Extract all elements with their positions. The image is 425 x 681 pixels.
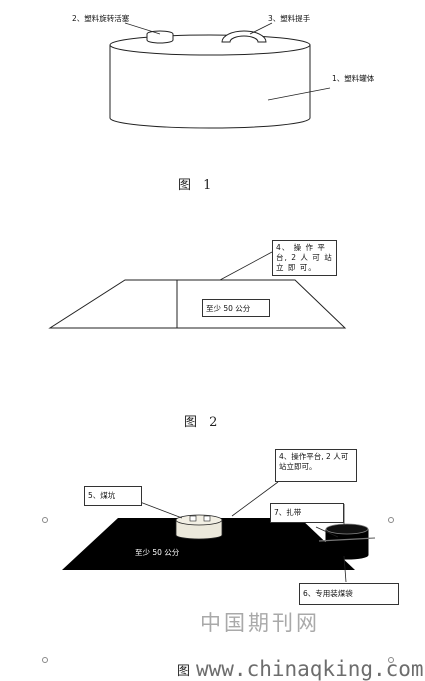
handle-label: 3、塑料提手: [268, 14, 311, 23]
handle-leader-line: [249, 22, 273, 35]
figure-2-caption: 图 2: [184, 415, 222, 430]
plastic-tank-body: [109, 34, 311, 129]
platform-note-box: 4、 操 作 平 台, 2 人 可 站 立 即 可。: [272, 240, 337, 276]
platform-leader-line-3: [231, 481, 279, 517]
strap-label: 7、扎带: [270, 503, 344, 523]
coal-pit: [175, 514, 223, 540]
watermark-journal: 中国期刊网: [200, 611, 320, 635]
coal-bag: [318, 523, 376, 560]
margin-mark: [388, 517, 394, 523]
rotating-lid-label: 2、塑料旋转活塞: [72, 14, 130, 23]
height-note-box: 至少 50 公分: [202, 299, 270, 317]
strap-leader-line: [315, 526, 339, 538]
platform-note-box-3: 4、操作平台, 2 人可站立即可。: [275, 449, 357, 482]
height-note-3: 至少 50 公分: [132, 547, 183, 559]
figure-3-caption: 图: [177, 664, 195, 679]
figure-1-drawing: [109, 22, 331, 129]
margin-mark: [42, 657, 48, 663]
tank-leader-line: [267, 87, 331, 101]
margin-mark: [42, 517, 48, 523]
tank-body-label: 1、塑料罐体: [332, 74, 375, 83]
bag-lower-leader-line: [343, 555, 347, 583]
figure-2-drawing: [48, 251, 347, 329]
plastic-rotating-lid: [146, 30, 174, 44]
plastic-handle: [221, 30, 267, 43]
operation-platform: [48, 279, 347, 329]
pit-leader-line: [139, 501, 183, 519]
margin-mark: [388, 657, 394, 663]
figure-1-caption: 图 1: [178, 178, 216, 193]
platform-leader-line: [219, 251, 273, 281]
lid-leader-line: [124, 22, 161, 35]
watermark-url: www.chinaqking.com: [196, 657, 424, 681]
coal-bag-label: 6、专用装煤袋: [299, 583, 399, 605]
coal-pit-label: 5、煤坑: [84, 486, 142, 506]
